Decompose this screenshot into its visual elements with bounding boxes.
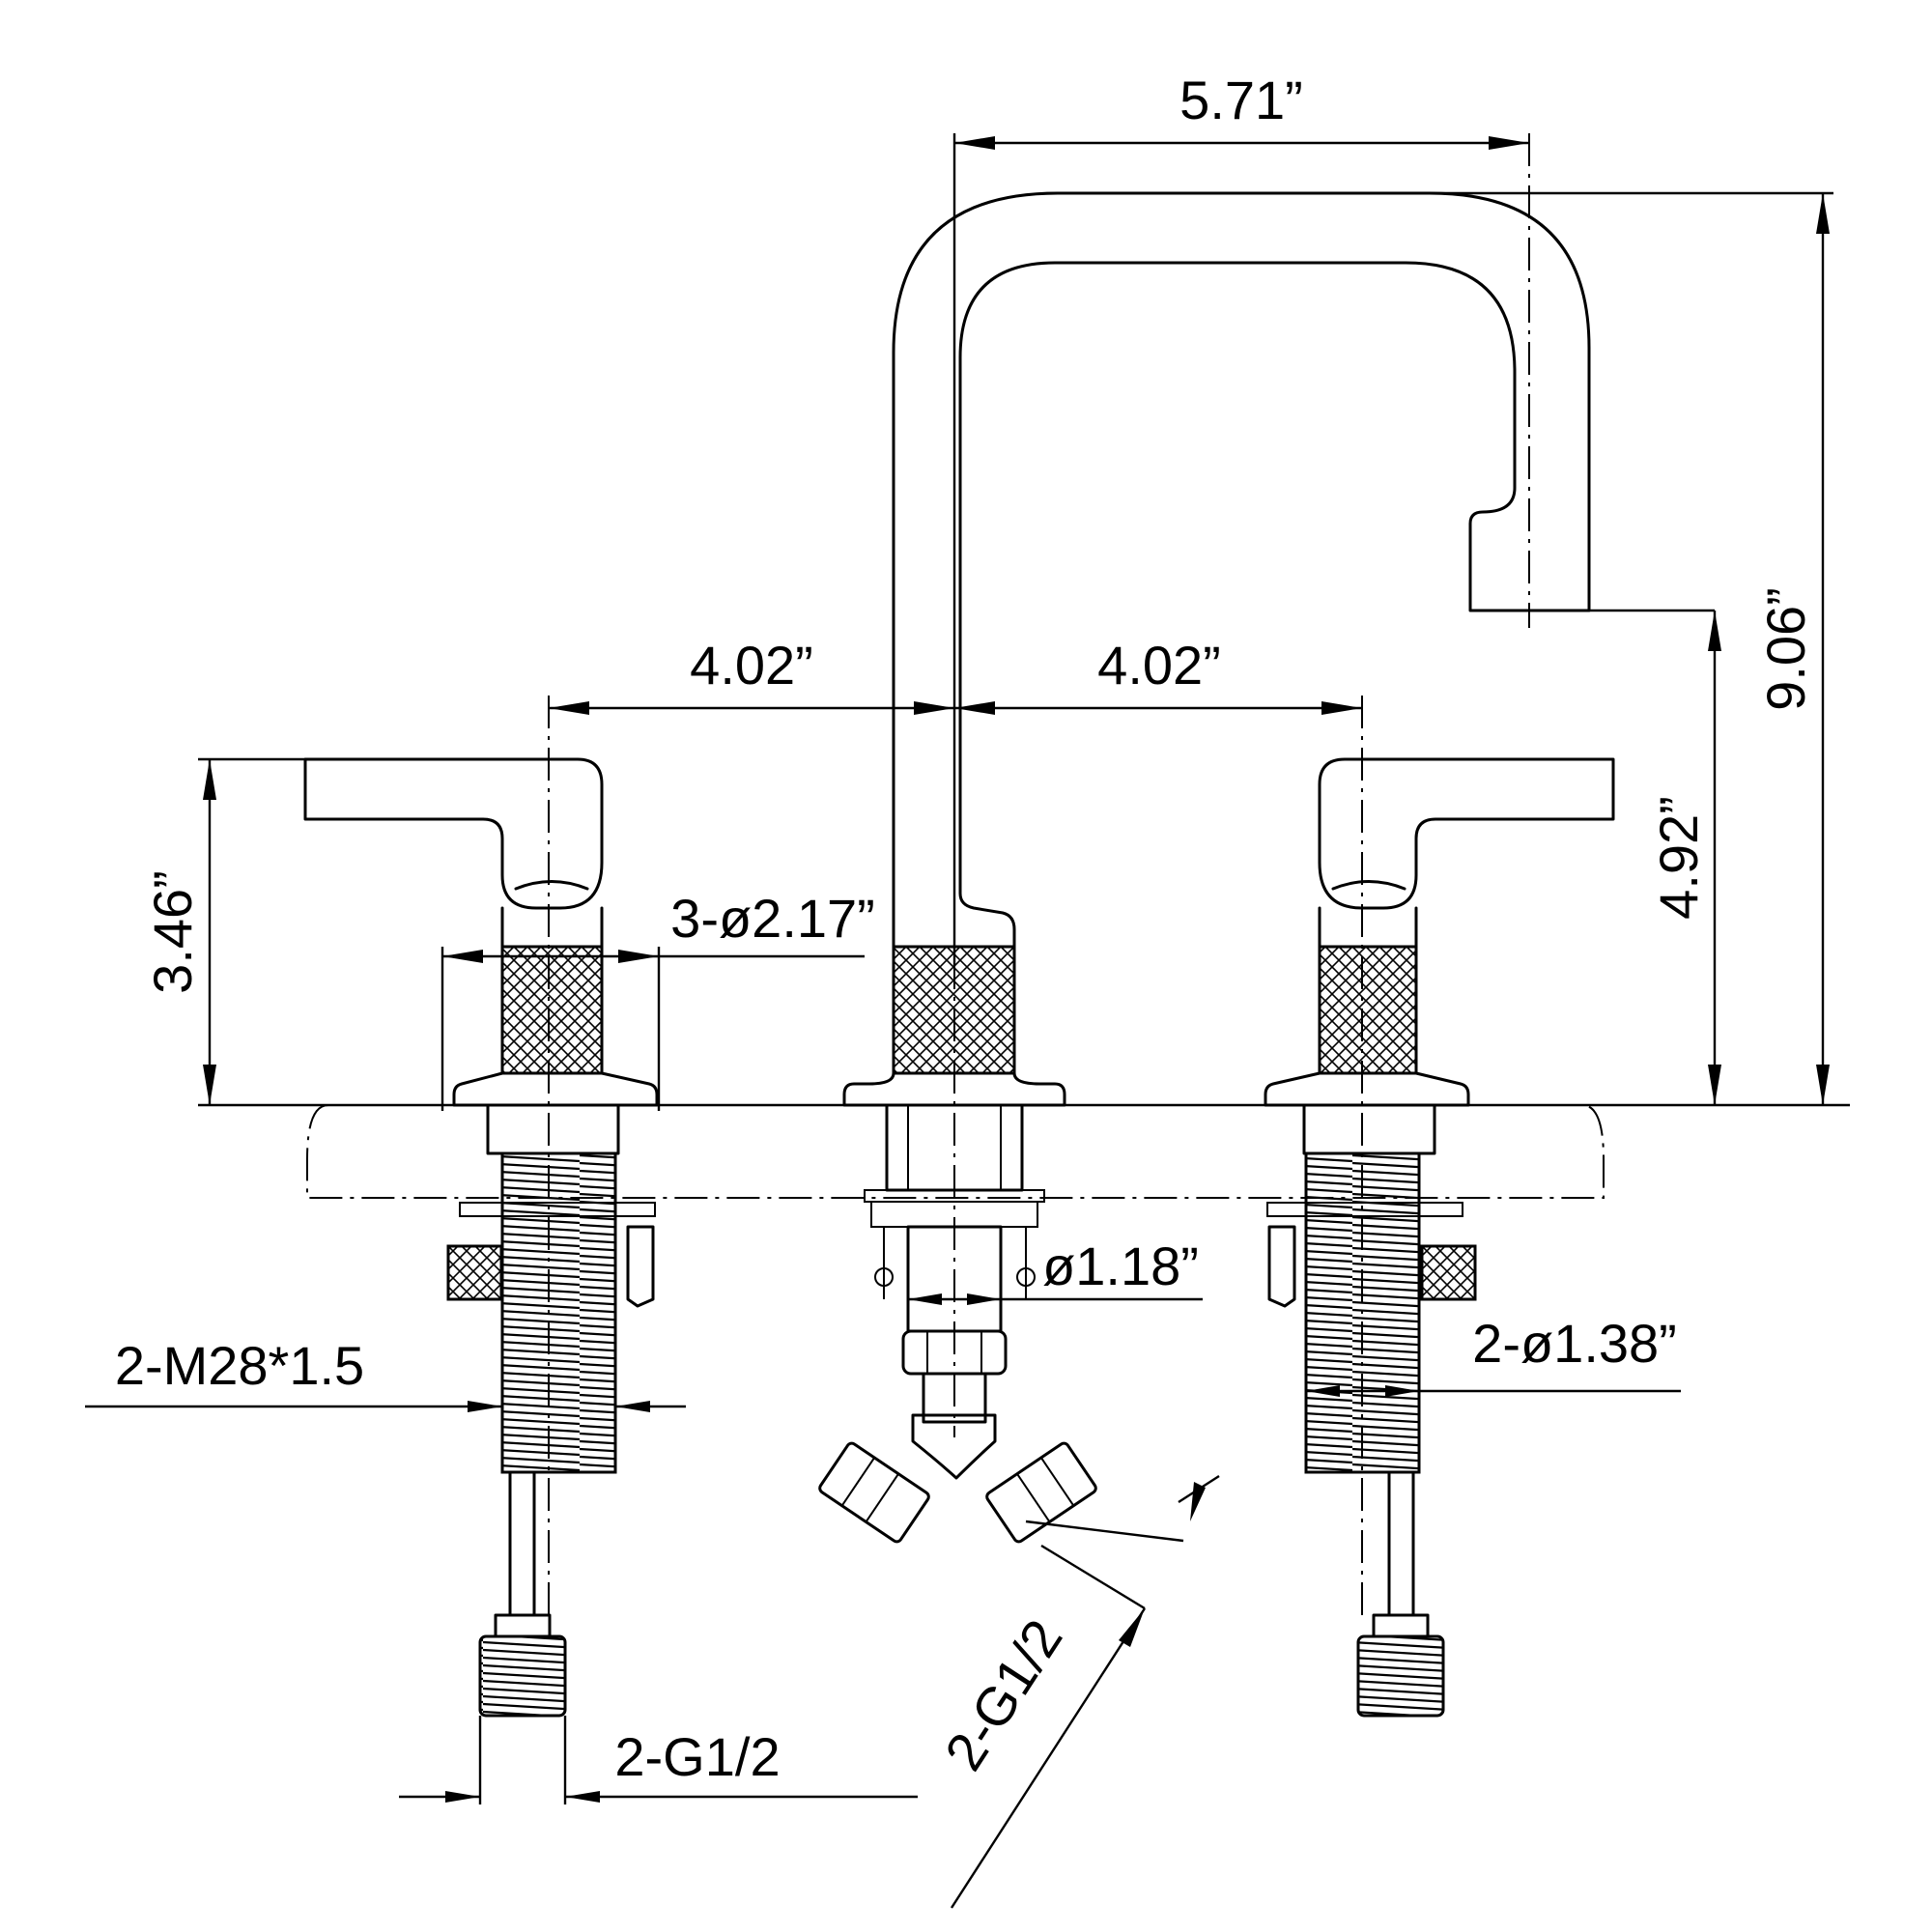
right-handle [1264, 757, 1615, 1107]
label-center-to-right: 4.02” [1097, 635, 1221, 696]
label-center-to-left: 4.02” [690, 635, 813, 696]
dimension-total-height: 9.06” [1430, 191, 1833, 1105]
left-handle-knurled-base [500, 945, 604, 1075]
dimension-valve-shank: 2-ø1.38” [1306, 1313, 1681, 1397]
left-valve-thread [500, 1151, 617, 1474]
label-valve-thread: 2-M28*1.5 [115, 1335, 364, 1396]
label-deck-hole: 3-ø2.17” [670, 888, 875, 949]
left-mounting-nut [446, 1244, 503, 1301]
right-valve-body [1266, 1103, 1477, 1718]
dimension-center-to-right: 4.02” [954, 635, 1362, 715]
dimension-tee-outlet: 2-G1/2 [933, 1474, 1220, 1909]
label-spout-shank: ø1.18” [1042, 1236, 1199, 1296]
label-supply-connection: 2-G1/2 [614, 1726, 780, 1787]
dimension-spout-shank: ø1.18” [908, 1236, 1203, 1305]
dimension-valve-thread: 2-M28*1.5 [85, 1335, 686, 1412]
deck [198, 1103, 1850, 1199]
dimension-handle-height: 3.46” [142, 757, 305, 1105]
label-spout-reach: 5.71” [1179, 70, 1303, 130]
dimension-supply-connection: 2-G1/2 [399, 1716, 918, 1804]
label-spout-outlet-height: 4.92” [1648, 796, 1709, 920]
label-tee-outlet: 2-G1/2 [933, 1608, 1074, 1780]
tee-fitting [818, 1413, 1097, 1544]
dimension-spout-reach: 5.71” [952, 70, 1529, 966]
label-handle-height: 3.46” [142, 870, 203, 994]
label-valve-shank: 2-ø1.38” [1472, 1313, 1677, 1374]
right-handle-knurled-base [1318, 945, 1418, 1075]
left-valve-body [446, 1103, 656, 1718]
dimension-spout-outlet-height: 4.92” [1589, 609, 1721, 1105]
right-mounting-nut [1420, 1244, 1477, 1301]
dimension-deck-hole: 3-ø2.17” [440, 888, 875, 1111]
dimension-center-to-left: 4.02” [549, 635, 954, 715]
left-handle [303, 757, 659, 1107]
left-supply-connector [478, 1634, 567, 1718]
right-supply-connector [1356, 1634, 1445, 1718]
label-total-height: 9.06” [1755, 587, 1816, 711]
